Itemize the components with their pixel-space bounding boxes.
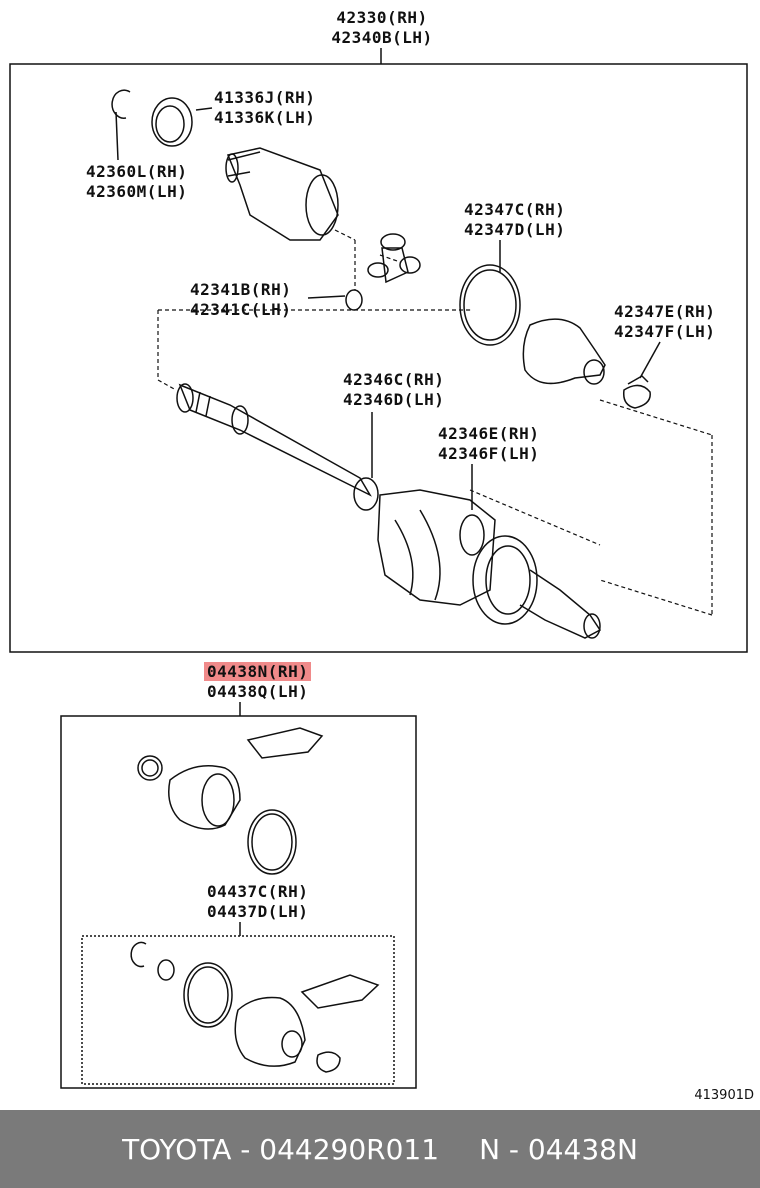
- clamp-shape: [622, 384, 651, 409]
- outer-boot-rh-number: 42346E(RH): [438, 424, 540, 443]
- inboard-joint-shape: [226, 147, 339, 241]
- kit-lh-number: 04438Q(LH): [207, 682, 309, 701]
- kit-band-shape: [247, 809, 297, 875]
- subkit-snap-ring-shape: [130, 941, 147, 968]
- cv-joint-shape: [472, 535, 538, 625]
- clamp-rh-number: 42347E(RH): [614, 302, 716, 321]
- subkit-label: 04437C(RH) 04437D(LH): [207, 882, 308, 922]
- boot-band-shape: [459, 264, 521, 346]
- seal-rh-number: 41336J(RH): [214, 88, 316, 107]
- kit-label: 04438N(RH) 04438Q(LH): [204, 662, 312, 702]
- inner-boot-lh-number: 42346D(LH): [343, 390, 445, 409]
- seal-lh-number: 41336K(LH): [214, 108, 316, 127]
- ring-label: 42341B(RH) 42341C(LH): [190, 280, 291, 320]
- boot-band-rh-number: 42347C(RH): [464, 200, 566, 219]
- boot-band-lh-number: 42347D(LH): [464, 220, 566, 239]
- axle-lh-number: 42340B(LH): [331, 28, 433, 47]
- snap-ring-label: 42360L(RH) 42360M(LH): [86, 162, 187, 202]
- snap-ring-rh-number: 42360L(RH): [86, 162, 188, 181]
- subkit-band-shape: [183, 962, 233, 1028]
- tripod-shape: [380, 233, 406, 251]
- subkit-clamp-shape: [316, 1051, 341, 1073]
- clamp-lh-number: 42347F(LH): [614, 322, 716, 341]
- boot-band-label: 42347C(RH) 42347D(LH): [464, 200, 565, 240]
- diagram-code: 413901D: [694, 1088, 754, 1103]
- seal-label: 41336J(RH) 41336K(LH): [214, 88, 315, 128]
- footer-bar: TOYOTA - 044290R011 N - 04438N: [0, 1110, 760, 1188]
- outer-boot-lh-number: 42346F(LH): [438, 444, 540, 463]
- clamp-label: 42347E(RH) 42347F(LH): [614, 302, 715, 342]
- ring-rh-number: 42341B(RH): [190, 280, 292, 299]
- inner-boot-rh-number: 42346C(RH): [343, 370, 445, 389]
- subkit-lh-number: 04437D(LH): [207, 902, 309, 921]
- kit-rh-number-highlighted[interactable]: 04438N(RH): [204, 662, 312, 681]
- axle-label: 42330(RH) 42340B(LH): [320, 8, 444, 48]
- kit-clamp-shape: [137, 755, 163, 781]
- snap-ring-shape: [111, 89, 131, 119]
- kit-grease-pack-shape: [246, 727, 324, 759]
- drive-shaft-diagram: [9, 48, 748, 1089]
- outer-boot-label: 42346E(RH) 42346F(LH): [438, 424, 539, 464]
- inner-boot-shape: [522, 318, 606, 385]
- subkit-rh-number: 04437C(RH): [207, 882, 309, 901]
- ring-lh-number: 42341C(LH): [190, 300, 292, 319]
- axle-rh-number: 42330(RH): [336, 8, 428, 27]
- subkit-frame: [81, 935, 395, 1085]
- footer-part-number: TOYOTA - 044290R011: [122, 1132, 440, 1166]
- kit-frame: [60, 715, 417, 1089]
- subkit-grease-pack-shape: [300, 974, 380, 1009]
- main-frame: [9, 63, 748, 653]
- inner-boot-label: 42346C(RH) 42346D(LH): [343, 370, 444, 410]
- footer-reference: N - 04438N: [479, 1132, 638, 1166]
- snap-ring-lh-number: 42360M(LH): [86, 182, 188, 201]
